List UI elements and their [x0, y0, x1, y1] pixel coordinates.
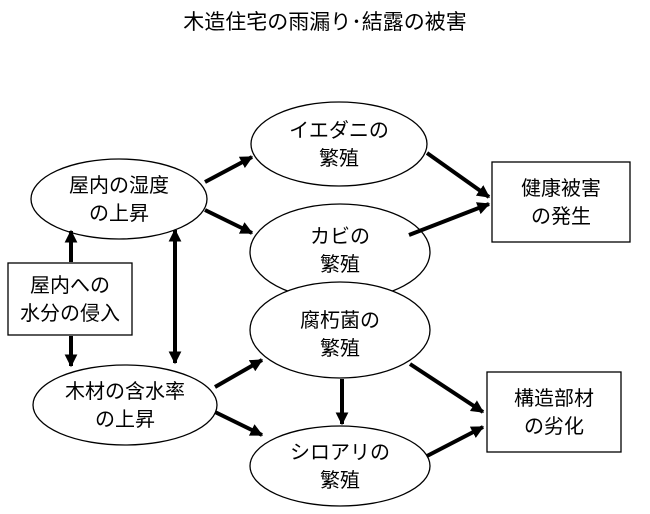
node-dust-mites: イエダニの 繁殖 [251, 116, 427, 172]
node-health-damage-line1: 健康被害 [521, 176, 601, 200]
edge-humidity-to-mites [204, 155, 254, 184]
node-mold-line2: 繁殖 [320, 252, 360, 276]
node-termites-line1: シロアリの [290, 440, 390, 464]
edges [64, 151, 491, 458]
node-decay-fungi-line1: 腐朽菌の [300, 308, 380, 332]
node-decay-fungi: 腐朽菌の 繁殖 [252, 306, 428, 362]
edge-mold-to-health [408, 202, 491, 237]
node-termites-ellipse [249, 425, 431, 507]
node-indoor-humidity-line1: 屋内の湿度 [69, 173, 169, 197]
diagram-title: 木造住宅の雨漏り･結露の被害 [183, 10, 467, 34]
node-structural-deterioration: 構造部材 の劣化 [487, 384, 621, 440]
edge-mites-to-health [425, 151, 491, 199]
node-dust-mites-line2: 繁殖 [319, 146, 359, 170]
node-decay-fungi-line2: 繁殖 [320, 336, 360, 360]
edge-wood-to-termites [214, 410, 264, 437]
edge-wood-to-decay [214, 358, 264, 389]
node-water-intrusion-box [7, 262, 133, 336]
node-structural-deterioration-line2: の劣化 [524, 414, 584, 438]
node-wood-moisture-ellipse [32, 364, 218, 446]
node-termites: シロアリの 繁殖 [252, 438, 428, 494]
node-wood-moisture-line2: の上昇 [95, 407, 155, 431]
node-water-intrusion-line2: 水分の侵入 [20, 301, 120, 325]
node-health-damage-line2: の発生 [531, 204, 591, 228]
edge-termites-to-structure [426, 425, 485, 458]
node-dust-mites-line1: イエダニの [289, 118, 389, 142]
node-mold-line1: カビの [310, 224, 370, 248]
node-dust-mites-ellipse [250, 101, 428, 187]
node-indoor-humidity-ellipse [30, 158, 208, 240]
node-decay-fungi-ellipse [249, 281, 431, 379]
node-health-damage-box [491, 161, 631, 243]
node-indoor-humidity: 屋内の湿度 の上昇 [31, 171, 207, 227]
node-water-intrusion: 屋内への 水分の侵入 [8, 271, 132, 327]
node-termites-line2: 繁殖 [320, 468, 360, 492]
node-wood-moisture: 木材の含水率 の上昇 [33, 377, 217, 433]
edge-decay-to-structure [408, 362, 485, 414]
node-wood-moisture-line1: 木材の含水率 [65, 379, 185, 403]
node-health-damage: 健康被害 の発生 [492, 174, 630, 230]
edge-humidity-to-mold [204, 208, 254, 235]
node-water-intrusion-line1: 屋内への [30, 273, 110, 297]
node-structural-deterioration-line1: 構造部材 [514, 386, 594, 410]
node-mold: カビの 繁殖 [252, 222, 428, 278]
node-indoor-humidity-line2: の上昇 [89, 201, 149, 225]
node-structural-deterioration-box [486, 371, 622, 453]
